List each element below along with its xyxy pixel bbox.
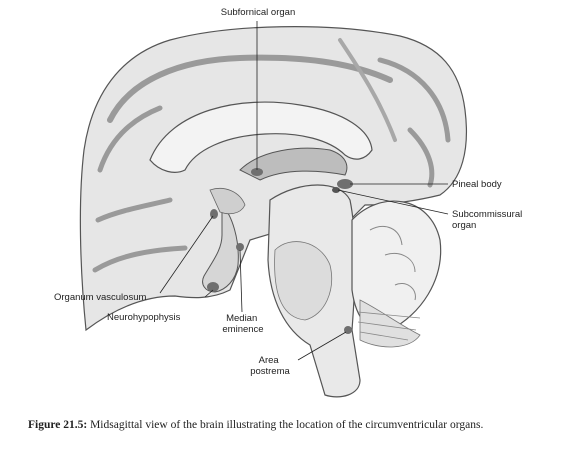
pineal-body-label: Pineal body [452,179,502,190]
area-postrema-label: Area postrema [250,355,290,377]
neurohypophysis-leader [204,289,214,298]
subcommissural-organ-structure [332,187,340,193]
median-eminence-leader [239,249,243,313]
median-eminence-label-line1: Median [226,313,257,324]
figure-caption: Figure 21.5: Midsagittal view of the bra… [28,418,552,432]
neurohypophysis-structure [207,282,219,292]
hypothalamus-tissue [209,188,246,215]
area-postrema-leader [297,331,347,361]
subcommissural-organ-label-line1: Subcommissural [452,209,522,220]
pineal-body-structure [337,179,353,189]
figure-number: Figure 21.5: [28,419,88,431]
median-eminence-label-line2: eminence [222,324,263,335]
subcommissural-organ-leader [337,189,449,215]
cerebrum [79,26,468,332]
corpus-callosum [149,101,373,173]
area-postrema-label-line2: postrema [250,366,290,377]
fornix [239,147,348,181]
median-eminence-structure [236,243,244,251]
subfornical-organ-label: Subfornical organ [221,7,295,18]
subcommissural-organ-label: Subcommissural organ [452,209,525,231]
subfornical-organ-structure [251,168,263,176]
organum-vasculosum-structure [210,209,218,219]
area-postrema-label-line1: Area [259,355,280,366]
caption-text: Midsagittal view of the brain illustrati… [87,419,484,431]
pituitary-stalk [202,203,239,293]
organum-vasculosum-leader [159,215,214,294]
organum-vasculosum-label: Organum vasculosum [54,292,146,303]
neurohypophysis-label: Neurohypophysis [107,312,181,323]
cerebellum [351,200,442,348]
subcommissural-organ-label-line2: organ [452,220,476,231]
median-eminence-label: Median eminence [222,313,263,335]
